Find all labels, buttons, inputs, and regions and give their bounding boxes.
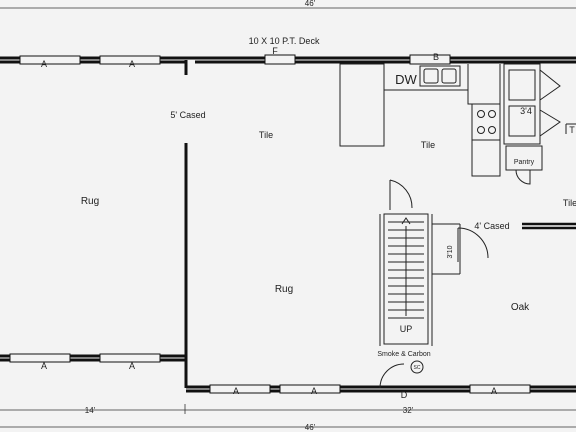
right-cased-line <box>522 222 576 230</box>
window-tag-a-1: A <box>41 59 47 69</box>
window-tag-d: D <box>401 390 408 400</box>
windows <box>9 54 531 394</box>
window-tag-a-6: A <box>311 386 317 396</box>
dimension-lines <box>0 7 576 428</box>
room-label-tile-far-right: T <box>569 125 575 135</box>
room-label-tile-kitchen: Tile <box>421 140 435 150</box>
dim-bottom-total: 46' <box>305 423 316 432</box>
window-tag-a-4: A <box>129 361 135 371</box>
cased-opening-left: 5' Cased <box>170 110 205 120</box>
smoke-carbon-label: Smoke & Carbon <box>377 351 430 358</box>
stairs-up-label: UP <box>400 324 413 334</box>
dim-right-segment: 32' <box>403 406 414 415</box>
stairs <box>379 213 461 346</box>
room-label-oak: Oak <box>511 302 530 313</box>
dim-left-segment: 14' <box>85 406 96 415</box>
room-label-tile-right: Tile <box>563 198 576 208</box>
deck-label: 10 X 10 P.T. Deck <box>249 36 320 46</box>
room-label-left-rug: Rug <box>81 196 99 207</box>
window-tag-a-7: A <box>491 386 497 396</box>
smoke-detector-icon <box>410 360 424 374</box>
dim-top-total: 46' <box>305 0 316 8</box>
fridge-pantry <box>503 63 576 185</box>
dishwasher-label: DW <box>395 72 417 87</box>
kitchen-counters <box>339 63 501 177</box>
pantry-label: Pantry <box>514 159 535 166</box>
stair-width-label: 3'10 <box>447 245 454 258</box>
window-tag-a-2: A <box>129 59 135 69</box>
room-label-rug-center: Rug <box>275 284 293 295</box>
fridge-width-label: 3'4 <box>520 106 532 116</box>
window-tag-a-5: A <box>233 386 239 396</box>
room-label-tile-center: Tile <box>259 130 273 140</box>
smoke-carbon-badge: SC <box>414 365 421 371</box>
window-tag-b: B <box>433 52 439 62</box>
window-tag-a-3: A <box>41 361 47 371</box>
doors <box>379 179 489 389</box>
cased-opening-right: 4' Cased <box>474 221 509 231</box>
window-tag-f: F <box>272 46 278 56</box>
